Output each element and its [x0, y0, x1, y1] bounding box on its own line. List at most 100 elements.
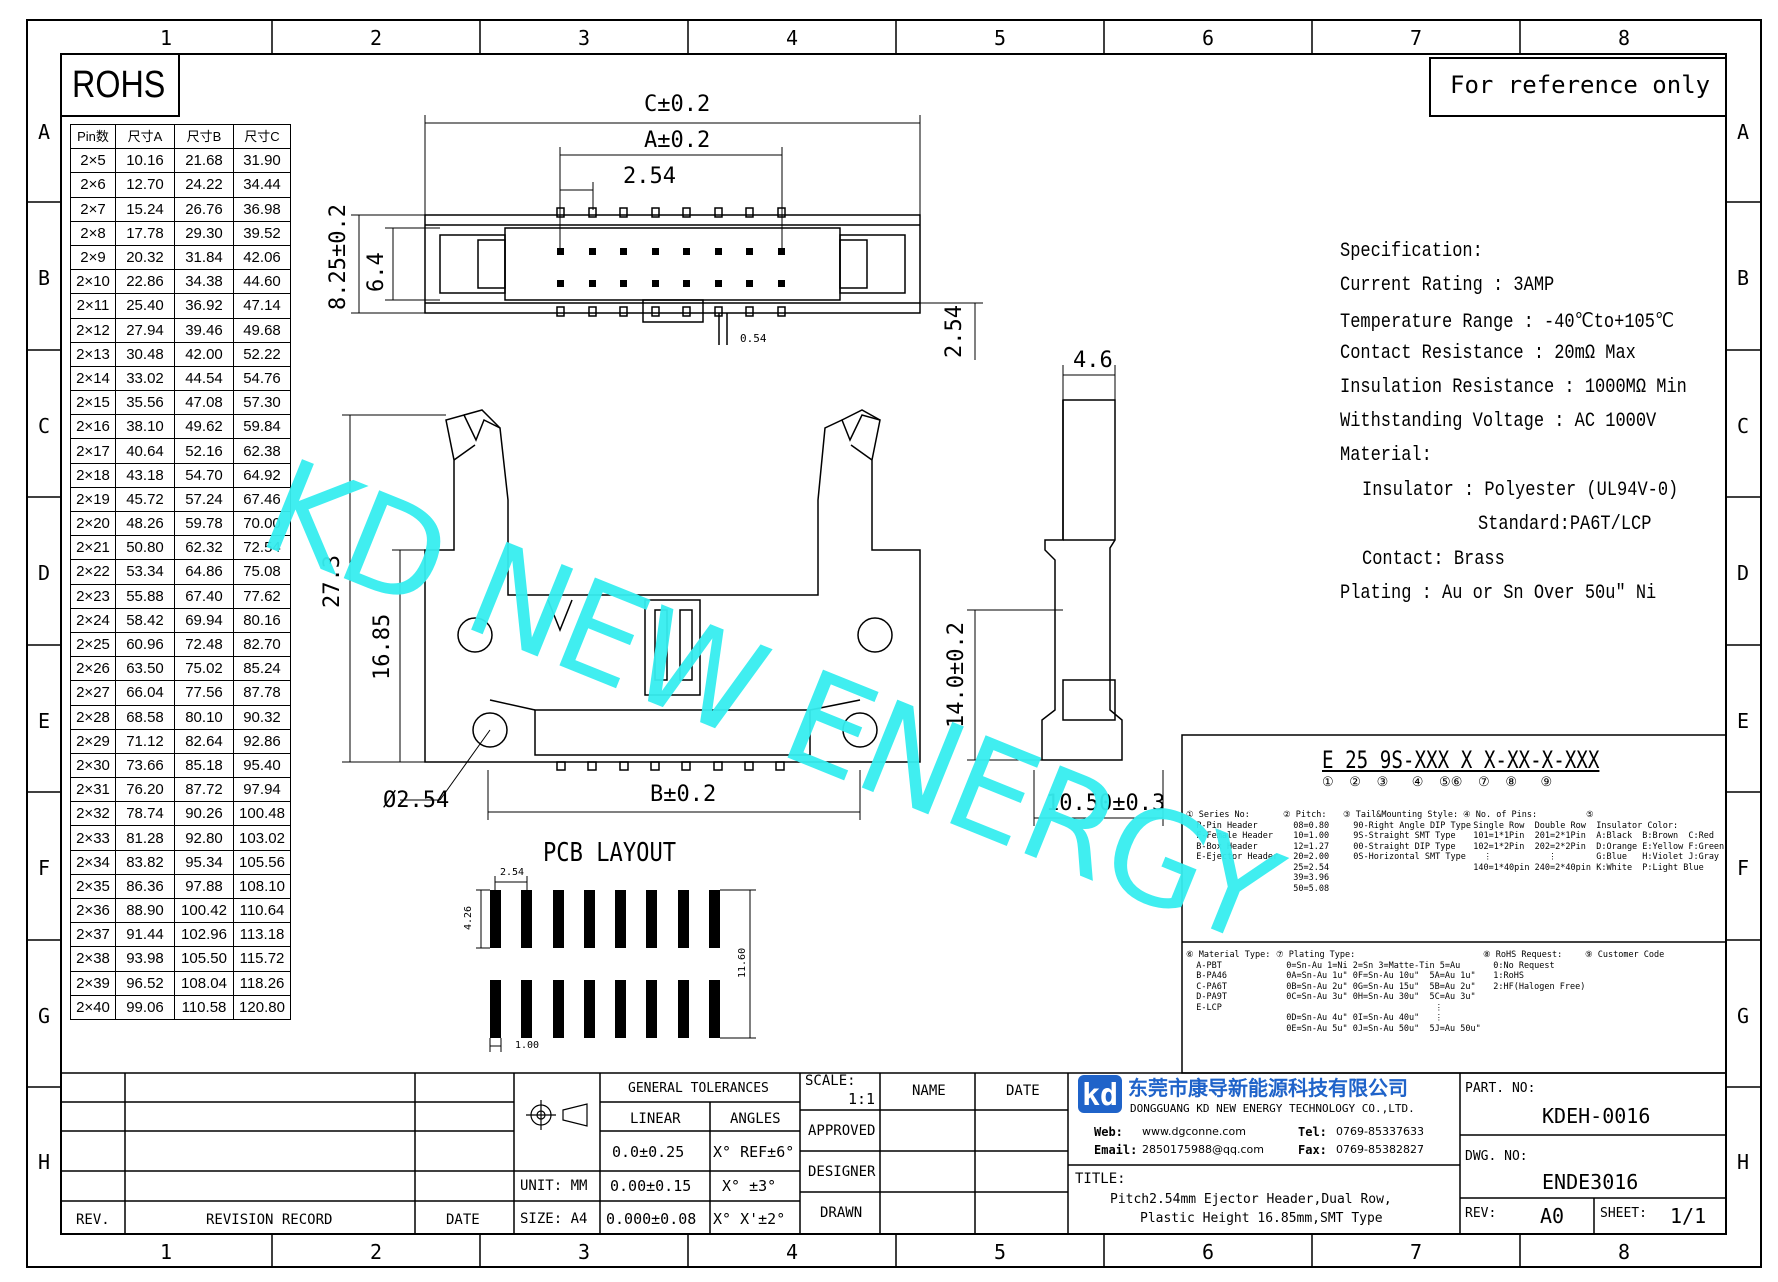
table-cell: 30.48 [115, 341, 175, 367]
table-cell: 50.80 [115, 535, 175, 561]
table-cell: 113.18 [233, 922, 291, 948]
code-material-type: ⑥ Material Type: A-PBT B-PA46 C-PA6T D-P… [1186, 950, 1271, 1013]
top-view [424, 207, 921, 345]
table-cell: 34.44 [233, 172, 291, 198]
table-cell: 2×27 [70, 680, 116, 706]
tb-fax: 0769-85382827 [1336, 1143, 1424, 1156]
tb-unit: UNIT: MM [520, 1178, 588, 1194]
table-cell: 53.34 [115, 559, 175, 585]
rohs-box [60, 53, 180, 117]
column-label-bottom: 6 [1202, 1240, 1215, 1264]
header-pins: Pin数 [70, 123, 116, 150]
table-cell: 97.88 [174, 873, 234, 900]
header-dim-b: 尺寸B [174, 123, 234, 150]
code-tail-style: ③ Tail&Mounting Style: 90-Right Angle DI… [1343, 810, 1471, 862]
table-cell: 105.50 [174, 946, 234, 972]
table-cell: 97.94 [233, 777, 291, 803]
table-cell: 2×32 [70, 801, 116, 827]
table-cell: 25.40 [115, 293, 175, 319]
table-cell: 108.04 [174, 970, 234, 996]
tb-title-line1: Pitch2.54mm Ejector Header,Dual Row, [1110, 1192, 1392, 1207]
table-cell: 2×10 [70, 269, 116, 295]
table-cell: 52.16 [174, 438, 234, 464]
table-cell: 2×13 [70, 341, 116, 367]
table-cell: 2×18 [70, 462, 116, 488]
inner-frame [60, 53, 1727, 1235]
table-cell: 60.96 [115, 631, 175, 658]
table-cell: 21.68 [174, 148, 234, 174]
column-label-top: 8 [1618, 26, 1631, 50]
table-cell: 82.70 [233, 631, 291, 658]
table-cell: 63.50 [115, 656, 175, 682]
table-cell: 87.72 [174, 777, 234, 803]
spec-contact: Contact: Brass [1362, 548, 1505, 571]
table-cell: 2×5 [70, 148, 116, 174]
column-label-bottom: 1 [160, 1240, 173, 1264]
tb-general-tolerances: GENERAL TOLERANCES [628, 1081, 769, 1096]
spec-voltage: Withstanding Voltage : AC 1000V [1340, 410, 1657, 433]
side-view [1041, 399, 1123, 761]
table-cell: 100.42 [174, 897, 234, 924]
tb-date2-header: DATE [1006, 1083, 1040, 1099]
row-label-left: E [38, 709, 51, 733]
table-cell: 45.72 [115, 486, 175, 513]
column-label-top: 5 [994, 26, 1007, 50]
dim-46-label: 4.6 [1073, 348, 1113, 373]
table-cell: 10.16 [115, 148, 175, 174]
table-cell: 2×15 [70, 390, 116, 416]
column-label-top: 6 [1202, 26, 1215, 50]
tb-sheet: 1/1 [1670, 1204, 1707, 1228]
table-cell: 44.60 [233, 269, 291, 295]
table-cell: 49.62 [174, 414, 234, 440]
table-cell: 2×24 [70, 607, 116, 633]
reference-box [1429, 57, 1727, 117]
table-cell: 47.08 [174, 390, 234, 416]
row-label-right: C [1737, 414, 1750, 438]
tb-rev-header: REV. [76, 1212, 110, 1228]
tb-scale: 1:1 [848, 1090, 876, 1108]
column-label-top: 3 [578, 26, 591, 50]
table-cell: 31.84 [174, 244, 234, 271]
table-cell: 87.78 [233, 680, 291, 706]
tb-company-en: DONGGUANG KD NEW ENERGY TECHNOLOGY CO.,L… [1130, 1102, 1415, 1115]
tb-tel: 0769-85337633 [1336, 1125, 1424, 1138]
table-cell: 81.28 [115, 825, 175, 851]
tb-angles: ANGLES [730, 1111, 781, 1127]
table-cell: 2×9 [70, 244, 116, 271]
table-cell: 2×39 [70, 970, 116, 996]
table-cell: 15.24 [115, 196, 175, 222]
table-header-row: Pin数 尺寸A 尺寸B 尺寸C [70, 123, 291, 150]
table-cell: 99.06 [115, 994, 175, 1020]
pcb-pads [490, 890, 720, 1038]
table-cell: 2×17 [70, 438, 116, 464]
table-cell: 2×30 [70, 752, 116, 779]
part-code: E 25 9S-XXX X X-XX-X-XXX [1322, 746, 1600, 774]
table-cell: 52.22 [233, 341, 291, 367]
tb-drawn: DRAWN [820, 1205, 863, 1221]
table-cell: 80.10 [174, 704, 234, 730]
column-label-bottom: 5 [994, 1240, 1007, 1264]
table-cell: 93.98 [115, 946, 175, 972]
dim-height-64-label: 6.4 [364, 252, 389, 292]
table-cell: 92.86 [233, 728, 291, 754]
front-pins [556, 761, 785, 771]
grid-ticks [27, 20, 1761, 1267]
